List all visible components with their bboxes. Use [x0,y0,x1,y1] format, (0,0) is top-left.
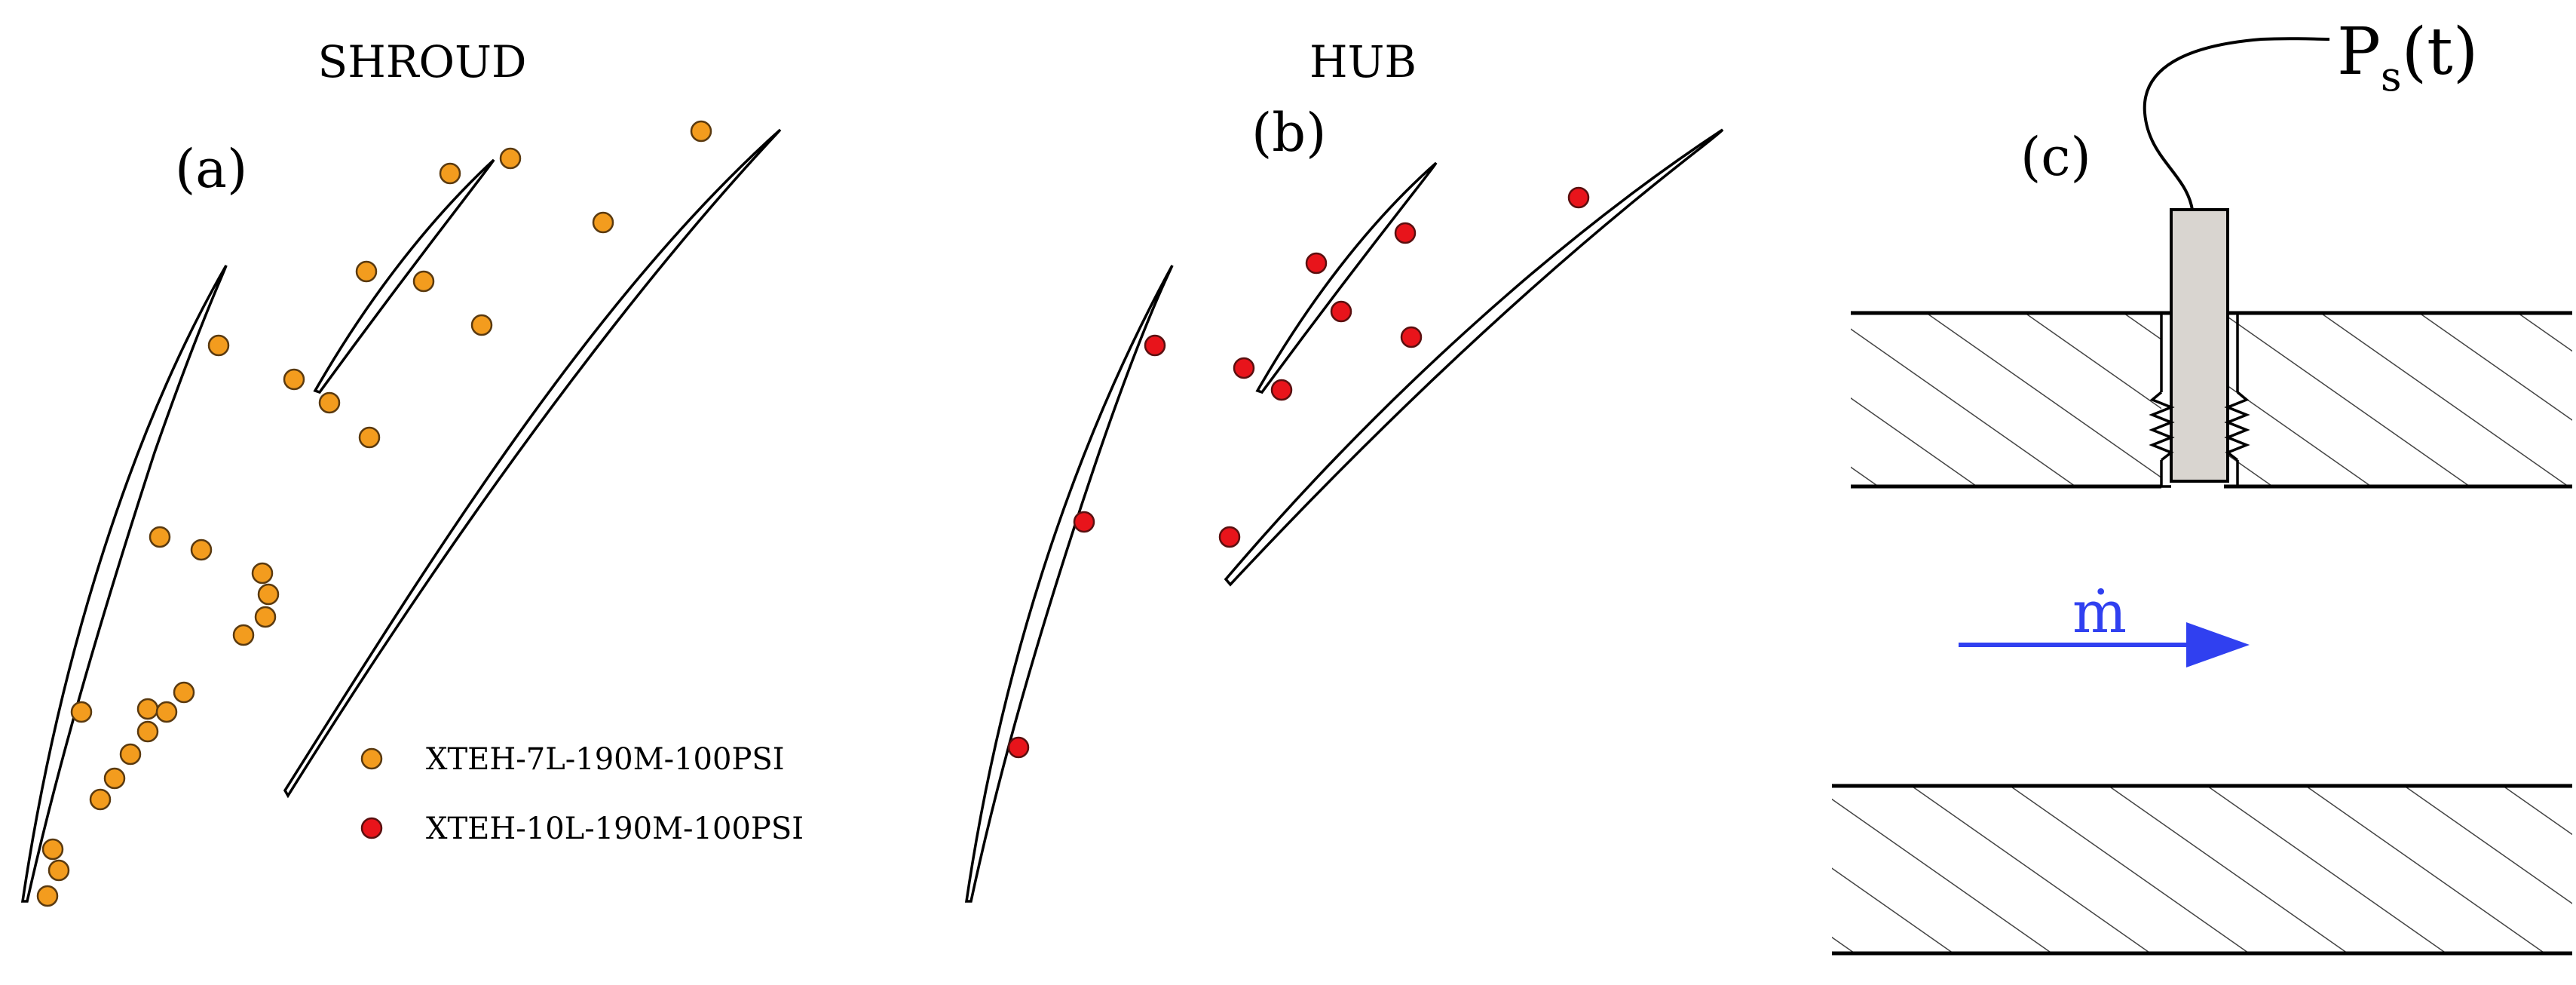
probe-thread-right [2224,391,2250,462]
panel-b-blades [964,128,1724,903]
sensor-10L [1305,252,1328,275]
panel-b-label: (b) [1251,102,1326,164]
sensor-7L [499,147,522,170]
pressure-symbol: P [2337,14,2381,90]
blade-b-splitter [1255,161,1438,394]
sensor-10L [1567,186,1590,209]
panel-a-title: SHROUD [318,36,527,87]
upper-wall-right-hatch [2224,313,2572,486]
legend: XTEH-7L-190M-100PSI XTEH-10L-190M-100PSI [360,742,804,846]
sensor-7L [283,368,305,391]
sensor-7L [89,788,112,811]
panel-a-blades [20,128,782,903]
sensor-10L [1218,526,1241,548]
sensor-7L [173,681,195,704]
panel-a: SHROUD (a) [20,36,804,907]
sensor-7L [470,314,493,336]
sensor-7L [251,562,274,585]
sensor-7L [103,767,126,790]
legend-marker-7L [360,747,383,770]
panel-c: (c) Ps(t) ṁ [1832,14,2572,956]
mass-flow-symbol: ṁ [2072,578,2127,646]
sensor-7L [41,838,64,861]
sensor-10L [1330,300,1352,323]
pressure-probe [2149,208,2250,488]
sensor-7L [318,391,341,414]
sensor-10L [1400,326,1423,348]
panel-a-sensors [36,120,712,907]
sensor-7L [119,743,142,766]
sensor-7L [254,606,277,628]
legend-label-10L: XTEH-10L-190M-100PSI [426,812,804,846]
legend-marker-10L [360,817,383,839]
sensor-7L [358,426,381,449]
sensor-10L [1394,222,1417,244]
blade-b-main-left [964,265,1174,903]
panel-b-title: HUB [1309,36,1417,87]
sensor-7L [136,720,159,743]
blade-a-main-right [283,128,782,799]
lower-wall-hatch [1832,786,2572,953]
lower-wall [1832,784,2572,956]
sensor-7L [592,211,614,234]
sensor-cable [2143,37,2330,210]
sensor-10L [1270,379,1293,401]
panel-a-label: (a) [175,138,247,200]
sensor-7L [412,270,435,293]
blade-b-main-right [1224,128,1724,587]
blade-a-splitter [313,158,495,394]
upper-wall-left-hatch [1851,313,2161,486]
sensor-7L [47,859,70,882]
sensor-7L [232,624,255,646]
flow-indicator: ṁ [1959,578,2250,667]
sensor-10L [1007,736,1030,759]
panel-b-sensors [1007,186,1590,759]
sensor-7L [355,260,378,283]
legend-label-7L: XTEH-7L-190M-100PSI [426,742,785,777]
sensor-7L [36,885,59,907]
sensor-7L [439,162,461,185]
pressure-label: Ps(t) [2337,14,2478,100]
upper-wall [1851,311,2572,489]
sensor-7L [70,701,93,723]
sensor-7L [136,698,159,720]
sensor-10L [1073,511,1095,533]
probe-thread-left [2149,391,2175,462]
pressure-argument: (t) [2402,14,2479,90]
panel-c-label: (c) [2020,126,2091,188]
sensor-10L [1233,357,1255,379]
blade-a-main-left [20,265,228,903]
sensor-7L [149,526,171,548]
sensor-7L [257,583,280,606]
sensor-10L [1144,334,1166,357]
sensor-7L [190,539,213,561]
panel-b: HUB (b) [964,36,1724,903]
sensor-7L [207,334,230,357]
probe-body [2170,208,2229,483]
sensor-7L [155,701,178,723]
sensor-7L [690,120,712,143]
pressure-subscript: s [2381,53,2402,100]
